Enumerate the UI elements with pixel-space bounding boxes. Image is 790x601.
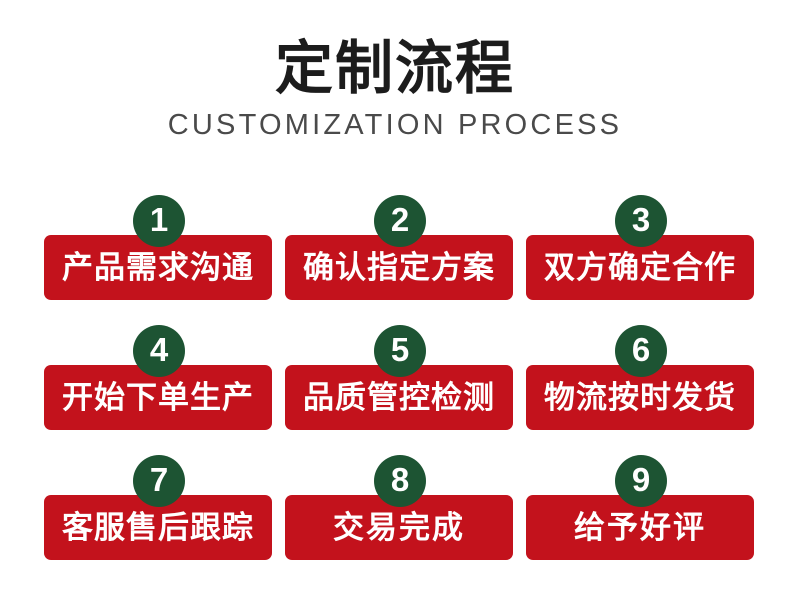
step-item-1: 1 产品需求沟通 [44, 195, 272, 325]
step-number-badge-1: 1 [133, 195, 185, 247]
step-number-2: 2 [390, 201, 410, 238]
step-number-badge-8: 8 [374, 455, 426, 507]
step-item-9: 9 给予好评 [526, 455, 754, 585]
step-label-5: 品质管控检测 [303, 379, 495, 415]
steps-row-1: 1 产品需求沟通 2 确认指定方案 3 双方确定合作 [44, 195, 755, 325]
step-number-9: 9 [631, 461, 651, 498]
step-box-4: 开始下单生产 [44, 365, 272, 430]
step-number-badge-6: 6 [615, 325, 667, 377]
page-title: 定制流程 [274, 36, 515, 101]
page-subtitle: CUSTOMIZATION PROCESS [167, 109, 623, 141]
step-item-6: 6 物流按时发货 [526, 325, 754, 455]
step-number-badge-5: 5 [374, 325, 426, 377]
steps-row-2: 4 开始下单生产 5 品质管控检测 6 物流按时发货 [44, 325, 755, 455]
step-label-1: 产品需求沟通 [62, 249, 254, 285]
step-item-2: 2 确认指定方案 [285, 195, 513, 325]
header: 定制流程 CUSTOMIZATION PROCESS [0, 0, 790, 142]
step-number-5: 5 [390, 331, 410, 368]
step-number-badge-7: 7 [133, 455, 185, 507]
step-number-badge-2: 2 [374, 195, 426, 247]
step-number-8: 8 [390, 461, 410, 498]
step-label-9: 给予好评 [574, 509, 706, 545]
step-item-4: 4 开始下单生产 [44, 325, 272, 455]
step-label-6: 物流按时发货 [544, 379, 736, 415]
steps-row-3: 7 客服售后跟踪 8 交易完成 9 给予好评 [44, 455, 755, 585]
step-number-badge-3: 3 [615, 195, 667, 247]
step-item-5: 5 品质管控检测 [285, 325, 513, 455]
steps-grid: 1 产品需求沟通 2 确认指定方案 3 双方确定合作 [44, 195, 755, 585]
step-box-2: 确认指定方案 [285, 235, 513, 300]
step-number-1: 1 [149, 201, 169, 238]
step-label-3: 双方确定合作 [544, 249, 736, 285]
step-number-7: 7 [149, 461, 169, 498]
step-label-4: 开始下单生产 [62, 379, 254, 415]
step-item-3: 3 双方确定合作 [526, 195, 754, 325]
step-number-badge-9: 9 [615, 455, 667, 507]
step-label-7: 客服售后跟踪 [62, 509, 254, 545]
step-number-3: 3 [631, 201, 651, 238]
step-number-4: 4 [149, 331, 169, 368]
step-item-7: 7 客服售后跟踪 [44, 455, 272, 585]
step-number-badge-4: 4 [133, 325, 185, 377]
step-label-8: 交易完成 [333, 509, 465, 545]
step-number-6: 6 [631, 331, 651, 368]
step-item-8: 8 交易完成 [285, 455, 513, 585]
step-label-2: 确认指定方案 [303, 249, 495, 285]
